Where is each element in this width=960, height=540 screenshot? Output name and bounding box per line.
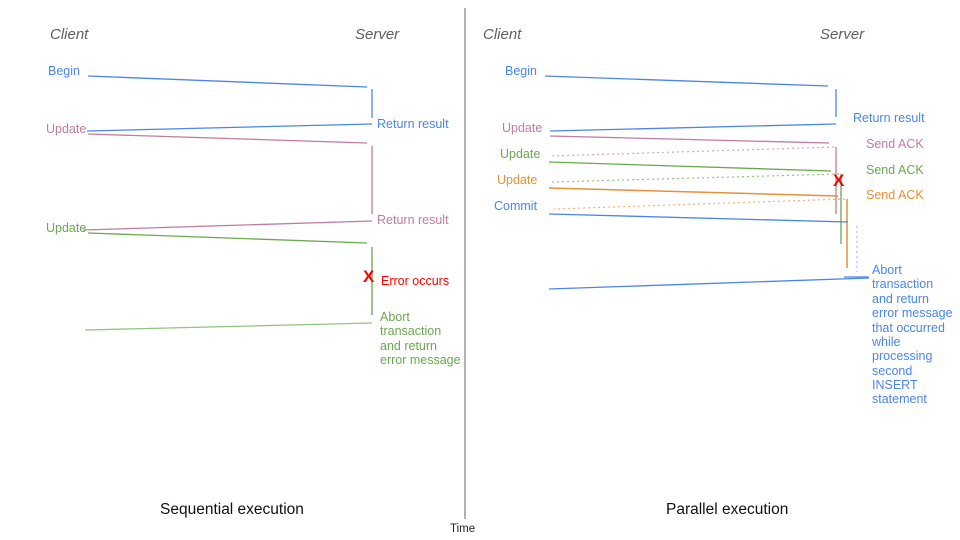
par-ack2-return-dashed bbox=[551, 173, 840, 183]
seq-error-x-icon: X bbox=[363, 267, 375, 286]
par-commit-label: Commit bbox=[494, 199, 538, 213]
seq-update2-request-arrow bbox=[87, 232, 368, 244]
par-abort-label: Abort transaction and return error messa… bbox=[872, 263, 953, 407]
seq-server-header: Server bbox=[355, 26, 400, 43]
seq-error-label: Error occurs bbox=[381, 274, 450, 288]
par-caption: Parallel execution bbox=[666, 501, 789, 518]
seq-return2-arrow bbox=[82, 220, 373, 231]
par-client-header: Client bbox=[483, 26, 522, 43]
par-begin-request-arrow bbox=[544, 75, 829, 87]
par-update1-label: Update bbox=[502, 121, 543, 135]
time-axis-label: Time bbox=[450, 523, 476, 535]
seq-update2-label: Update bbox=[46, 221, 87, 235]
seq-return1-label: Return result bbox=[377, 117, 449, 131]
seq-begin-label: Begin bbox=[48, 64, 80, 78]
seq-update1-label: Update bbox=[46, 122, 87, 136]
seq-abort-label: Abort transaction and return error messa… bbox=[380, 310, 461, 368]
par-commit-request-arrow bbox=[548, 213, 849, 223]
seq-return1-arrow bbox=[86, 123, 373, 132]
par-update3-request-arrow bbox=[548, 187, 839, 197]
par-update2-request-arrow bbox=[548, 161, 832, 172]
seq-client-header: Client bbox=[50, 26, 89, 43]
seq-return2-label: Return result bbox=[377, 213, 449, 227]
par-ack2-label: Send ACK bbox=[866, 163, 924, 177]
seq-begin-request-arrow bbox=[87, 75, 368, 88]
par-ack1-return-dashed bbox=[551, 146, 835, 157]
par-abort-return-arrow bbox=[548, 277, 870, 290]
par-ack3-label: Send ACK bbox=[866, 188, 924, 202]
seq-caption: Sequential execution bbox=[160, 501, 304, 518]
seq-abort-return-arrow bbox=[84, 322, 373, 331]
par-ack1-label: Send ACK bbox=[866, 137, 924, 151]
par-return1-label: Return result bbox=[853, 111, 925, 125]
par-update2-label: Update bbox=[500, 147, 541, 161]
par-return1-arrow bbox=[549, 123, 837, 132]
par-update1-request-arrow bbox=[549, 135, 830, 144]
par-error-x-icon: X bbox=[833, 171, 845, 190]
par-begin-label: Begin bbox=[505, 64, 537, 78]
par-update3-label: Update bbox=[497, 173, 538, 187]
seq-update1-request-arrow bbox=[87, 133, 368, 144]
par-ack3-return-dashed bbox=[553, 198, 846, 210]
par-server-header: Server bbox=[820, 26, 865, 43]
